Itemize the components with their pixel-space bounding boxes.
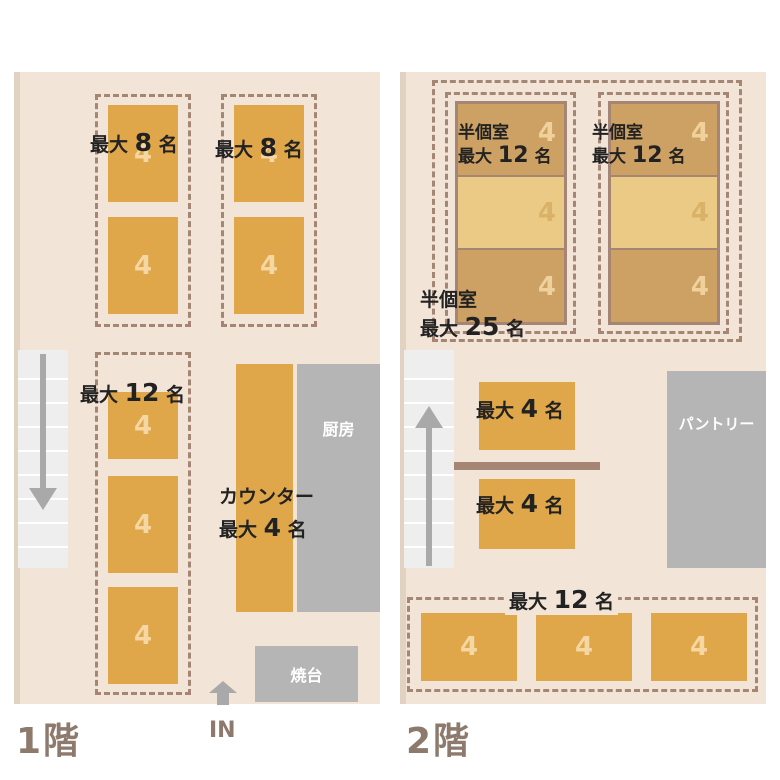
floor2-table-pa2: 4 bbox=[458, 177, 564, 248]
floor2-table-top-label: 最大 4 名 bbox=[476, 394, 564, 423]
floor2-semi-private-b-label: 半個室 最大 12 名 bbox=[592, 123, 686, 169]
floor1-group-c-outline bbox=[95, 352, 191, 695]
floor1-group-a-outline bbox=[95, 94, 191, 327]
floor2-table-pb1: 4 bbox=[611, 104, 717, 174]
floor2-semi-private-b-outline bbox=[598, 92, 729, 334]
floor2-semi-private-total-label: 半個室 最大 25 名 bbox=[420, 289, 526, 341]
floor2-table-d3: 4 bbox=[651, 613, 747, 681]
floor2-divider-a2 bbox=[458, 248, 564, 250]
floor1-group-a-label: 最大 8 名 bbox=[90, 128, 178, 157]
floor1-table-b2: 4 bbox=[234, 217, 304, 314]
floor2-divider-b2 bbox=[611, 248, 717, 250]
floor2-semi-private-outer-outline bbox=[432, 80, 742, 342]
grill-label: 焼台 bbox=[290, 666, 323, 685]
floor2-table-pa3: 4 bbox=[458, 251, 564, 322]
entrance-arrow-icon bbox=[209, 681, 237, 705]
floor1-kitchen: 厨房 bbox=[297, 364, 380, 612]
floor1-grill: 焼台 bbox=[255, 646, 358, 702]
floor2-table-d2: 4 bbox=[536, 613, 632, 681]
entrance-label: IN bbox=[209, 718, 236, 743]
floor1-counter bbox=[236, 364, 293, 612]
floor1-table-c3: 4 bbox=[108, 587, 178, 684]
floor1-group-b-outline bbox=[221, 94, 317, 327]
floor2-divider-a1 bbox=[458, 175, 564, 177]
floor2-semi-private-a-outline bbox=[445, 92, 576, 334]
pantry-label: パントリー bbox=[678, 415, 755, 433]
floor2-title: 2階 bbox=[406, 721, 472, 762]
floor1-table-b1: 4 bbox=[234, 105, 304, 202]
floor1-table-a1: 4 bbox=[108, 105, 178, 202]
floor1-title: 1階 bbox=[16, 721, 82, 762]
floor2-table-pa1: 4 bbox=[458, 104, 564, 174]
floor1-group-c-label: 最大 12 名 bbox=[80, 378, 186, 407]
floor1-table-a2: 4 bbox=[108, 217, 178, 314]
stairs-down-arrow-icon bbox=[29, 354, 57, 510]
floor2-divider-b1 bbox=[611, 175, 717, 177]
kitchen-label: 厨房 bbox=[322, 420, 355, 439]
floor1-group-b-label: 最大 8 名 bbox=[215, 133, 303, 162]
floor2-table-pb2: 4 bbox=[611, 177, 717, 248]
floor2-table-pb3: 4 bbox=[611, 251, 717, 322]
floor2-wall-left bbox=[400, 72, 406, 704]
stairs-up-arrow-icon bbox=[415, 406, 443, 566]
floor2-table-top bbox=[479, 382, 575, 450]
floor1-table-c1: 4 bbox=[108, 392, 178, 459]
floor2-pantry: パントリー bbox=[667, 371, 766, 568]
floor2-bottom-group-label: 最大 12 名 bbox=[505, 585, 619, 615]
floor1-table-c2: 4 bbox=[108, 476, 178, 573]
floor2-partition bbox=[454, 462, 600, 470]
floor2-table-d1: 4 bbox=[421, 613, 517, 681]
floor1-counter-label: カウンター 最大 4 名 bbox=[219, 486, 315, 542]
floor2-table-bottom-label: 最大 4 名 bbox=[476, 489, 564, 518]
floor2-table-bottom bbox=[479, 479, 575, 549]
floor2-semi-private-a-label: 半個室 最大 12 名 bbox=[458, 123, 552, 169]
floor1-wall-left bbox=[14, 72, 20, 704]
